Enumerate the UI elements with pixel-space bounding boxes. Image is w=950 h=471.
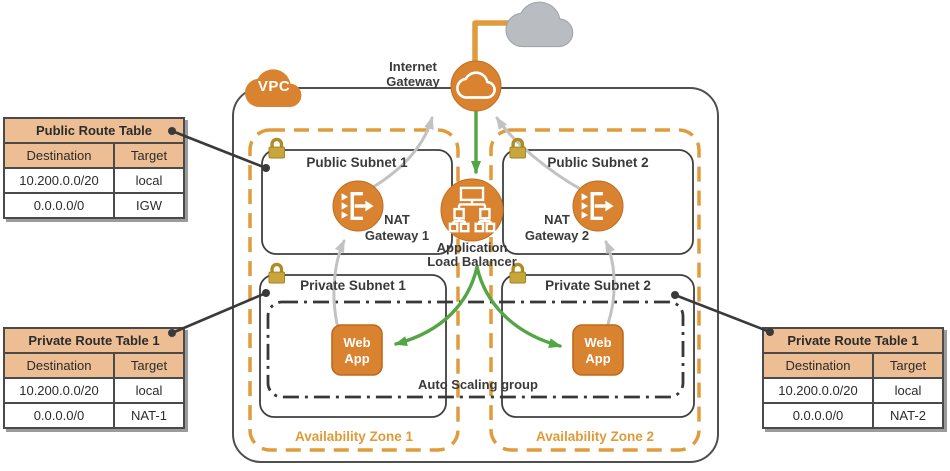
route-table-header-row: Destination Target — [764, 354, 942, 379]
web-app-1-node — [331, 324, 383, 376]
route-table-title: Public Route Table — [5, 119, 183, 144]
route-table-row: 10.200.0.0/20 local — [5, 379, 183, 404]
route-table-row: 10.200.0.0/20 local — [5, 169, 183, 194]
private-subnet-2-title: Private Subnet 2 — [545, 278, 651, 293]
route-target: local — [135, 173, 163, 188]
route-target: local — [894, 383, 922, 398]
column-header: Target — [130, 148, 168, 163]
public-subnet-1-title: Public Subnet 1 — [306, 155, 408, 170]
web-app-2-node — [572, 324, 624, 376]
route-target: NAT-2 — [890, 408, 926, 423]
route-table-title: Private Route Table 1 — [5, 329, 183, 354]
green-arrow-alb-to-webapp2 — [475, 265, 562, 348]
internet-gateway-icon — [450, 60, 502, 112]
column-header: Target — [130, 358, 168, 373]
private-route-table-right: Private Route Table 1 Destination Target… — [762, 327, 944, 429]
availability-zone-2-boundary — [489, 128, 701, 452]
public-route-table: Public Route Table Destination Target 10… — [3, 117, 185, 219]
nat-gateway-1-label: NAT Gateway 1 — [364, 212, 430, 243]
nat-gateway-2-label: NAT Gateway 2 — [524, 212, 590, 243]
private-subnet-1-title: Private Subnet 1 — [300, 278, 406, 293]
route-table-row: 0.0.0.0/0 IGW — [5, 194, 183, 217]
route-target: IGW — [136, 198, 162, 213]
column-header: Target — [889, 358, 927, 373]
route-table-header-row: Destination Target — [5, 354, 183, 379]
route-destination: 10.200.0.0/20 — [5, 169, 115, 192]
route-destination: 0.0.0.0/0 — [764, 404, 874, 427]
vpc-label: VPC — [257, 78, 291, 95]
column-header: Destination — [5, 354, 115, 377]
route-table-row: 0.0.0.0/0 NAT-1 — [5, 404, 183, 427]
route-target: NAT-1 — [131, 408, 167, 423]
nat-gateway-2-icon — [572, 180, 624, 232]
route-table-header-row: Destination Target — [5, 144, 183, 169]
route-target: local — [135, 383, 163, 398]
gray-arrow-nat1-to-igw — [368, 116, 434, 191]
auto-scaling-group-boundary — [266, 300, 685, 399]
vpc-cloud-icon — [245, 69, 302, 107]
gray-arrow-nat2-to-igw — [495, 116, 584, 192]
web-app-2-label: Web App — [584, 335, 612, 366]
nat-gateway-1-icon — [332, 180, 384, 232]
route-table-title: Private Route Table 1 — [764, 329, 942, 354]
alb-label: Application Load Balancer — [427, 240, 517, 269]
auto-scaling-group-label: Auto Scaling group — [418, 377, 538, 392]
route-table-row: 10.200.0.0/20 local — [764, 379, 942, 404]
route-destination: 0.0.0.0/0 — [5, 194, 115, 217]
column-header: Destination — [5, 144, 115, 167]
internet-cloud-icon — [505, 1, 574, 48]
internet-gateway-label: Internet Gateway — [386, 59, 440, 89]
availability-zone-2-label: Availability Zone 2 — [535, 429, 655, 444]
route-destination: 10.200.0.0/20 — [764, 379, 874, 402]
web-app-1-label: Web App — [343, 335, 371, 366]
public-subnet-2-title: Public Subnet 2 — [547, 155, 649, 170]
route-destination: 0.0.0.0/0 — [5, 404, 115, 427]
green-arrow-alb-to-webapp1 — [394, 265, 479, 346]
route-destination: 10.200.0.0/20 — [5, 379, 115, 402]
gray-arrow-webapp2-to-nat2 — [604, 240, 616, 326]
private-route-table-left: Private Route Table 1 Destination Target… — [3, 327, 185, 429]
load-balancer-icon — [440, 178, 504, 242]
gray-arrow-webapp1-to-nat1 — [332, 239, 346, 326]
route-table-row: 0.0.0.0/0 NAT-2 — [764, 404, 942, 427]
column-header: Destination — [764, 354, 874, 377]
availability-zone-1-label: Availability Zone 1 — [294, 429, 414, 444]
availability-zone-1-boundary — [248, 128, 460, 452]
